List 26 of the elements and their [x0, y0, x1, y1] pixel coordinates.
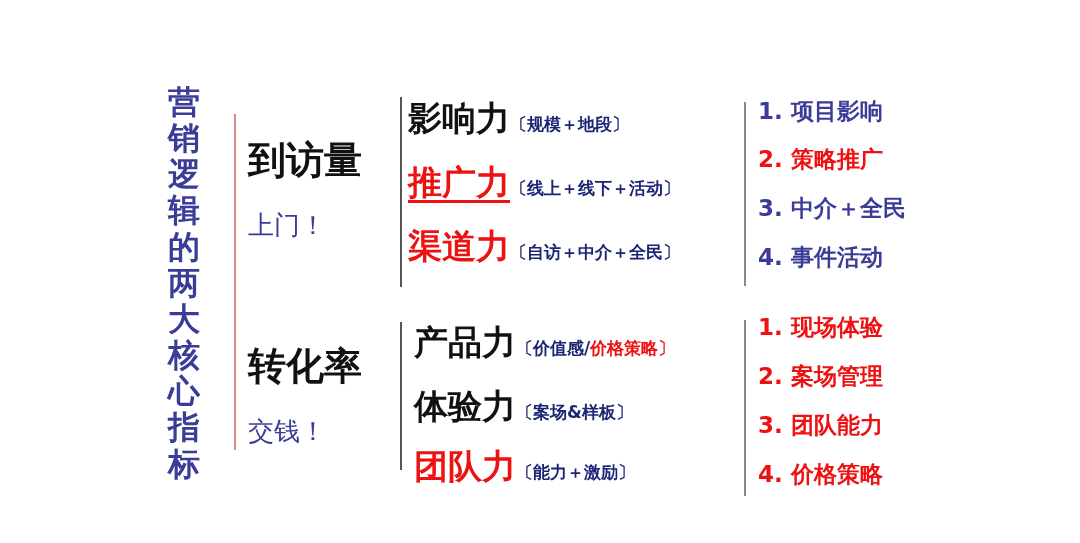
list-item: 4. 价格策略	[758, 461, 883, 489]
factor-heading: 推广力	[408, 162, 510, 203]
slogan-text: 上门！	[248, 210, 326, 242]
list-item: 1. 项目影响	[758, 98, 883, 126]
factor-note: 〔线上＋线下＋活动〕	[510, 178, 680, 199]
list-item: 1. 现场体验	[758, 314, 883, 342]
list-item: 3. 中介＋全民	[758, 195, 906, 223]
slogan-text: 交钱！	[248, 416, 326, 448]
metric-heading: 转化率	[248, 344, 362, 390]
factor-heading: 产品力	[414, 322, 516, 363]
list-item: 2. 案场管理	[758, 363, 883, 391]
list-item: 2. 策略推广	[758, 146, 883, 174]
factor-heading: 影响力	[408, 98, 510, 139]
factor-heading: 团队力	[414, 446, 516, 487]
factor-note: 〔能力＋激励〕	[516, 462, 635, 483]
factor-note: 〔自访＋中介＋全民〕	[510, 242, 680, 263]
list-item: 3. 团队能力	[758, 412, 883, 440]
factor-note: 〔案场&样板〕	[516, 402, 633, 423]
vertical-title: 营销逻辑的两大核心指标	[168, 84, 200, 482]
factor-note: 价格策略〕	[590, 338, 676, 359]
list-item: 4. 事件活动	[758, 244, 883, 272]
factor-note: 〔规模＋地段〕	[510, 114, 629, 135]
factor-heading: 渠道力	[408, 226, 510, 267]
factor-heading: 体验力	[414, 386, 516, 427]
factor-note: 〔价值感/	[516, 338, 591, 359]
metric-heading: 到访量	[248, 138, 362, 184]
